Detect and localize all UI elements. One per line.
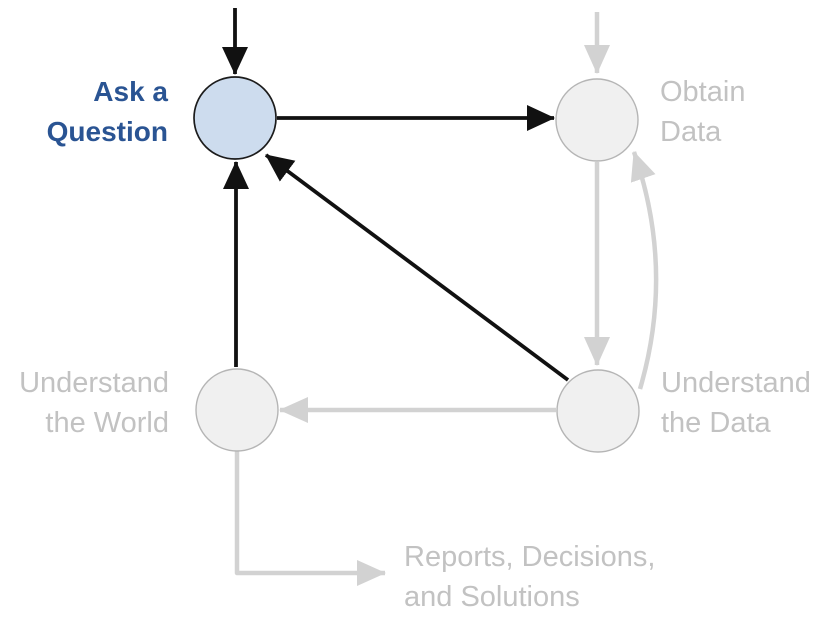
edge-understand-world-to-reports-elbow-arrow (234, 451, 386, 586)
node-label-understand-world: Understand the World (19, 367, 169, 439)
edge-understand-data-to-ask-arrow (264, 153, 570, 382)
node-understand-data-circle (556, 369, 640, 453)
node-label-ask-question: Ask a Question (46, 76, 168, 147)
node-label-understand-data: Understand the Data (661, 367, 811, 439)
node-obtain-data-circle (555, 78, 639, 162)
edge-understand-data-to-obtain-curved-arrow (630, 151, 659, 390)
node-ask-question-circle (193, 76, 277, 160)
node-label-reports-decisions-solutions: Reports, Decisions, and Solutions (404, 541, 656, 613)
node-label-obtain-data: Obtain Data (660, 76, 746, 148)
node-understand-world-circle (195, 368, 279, 452)
